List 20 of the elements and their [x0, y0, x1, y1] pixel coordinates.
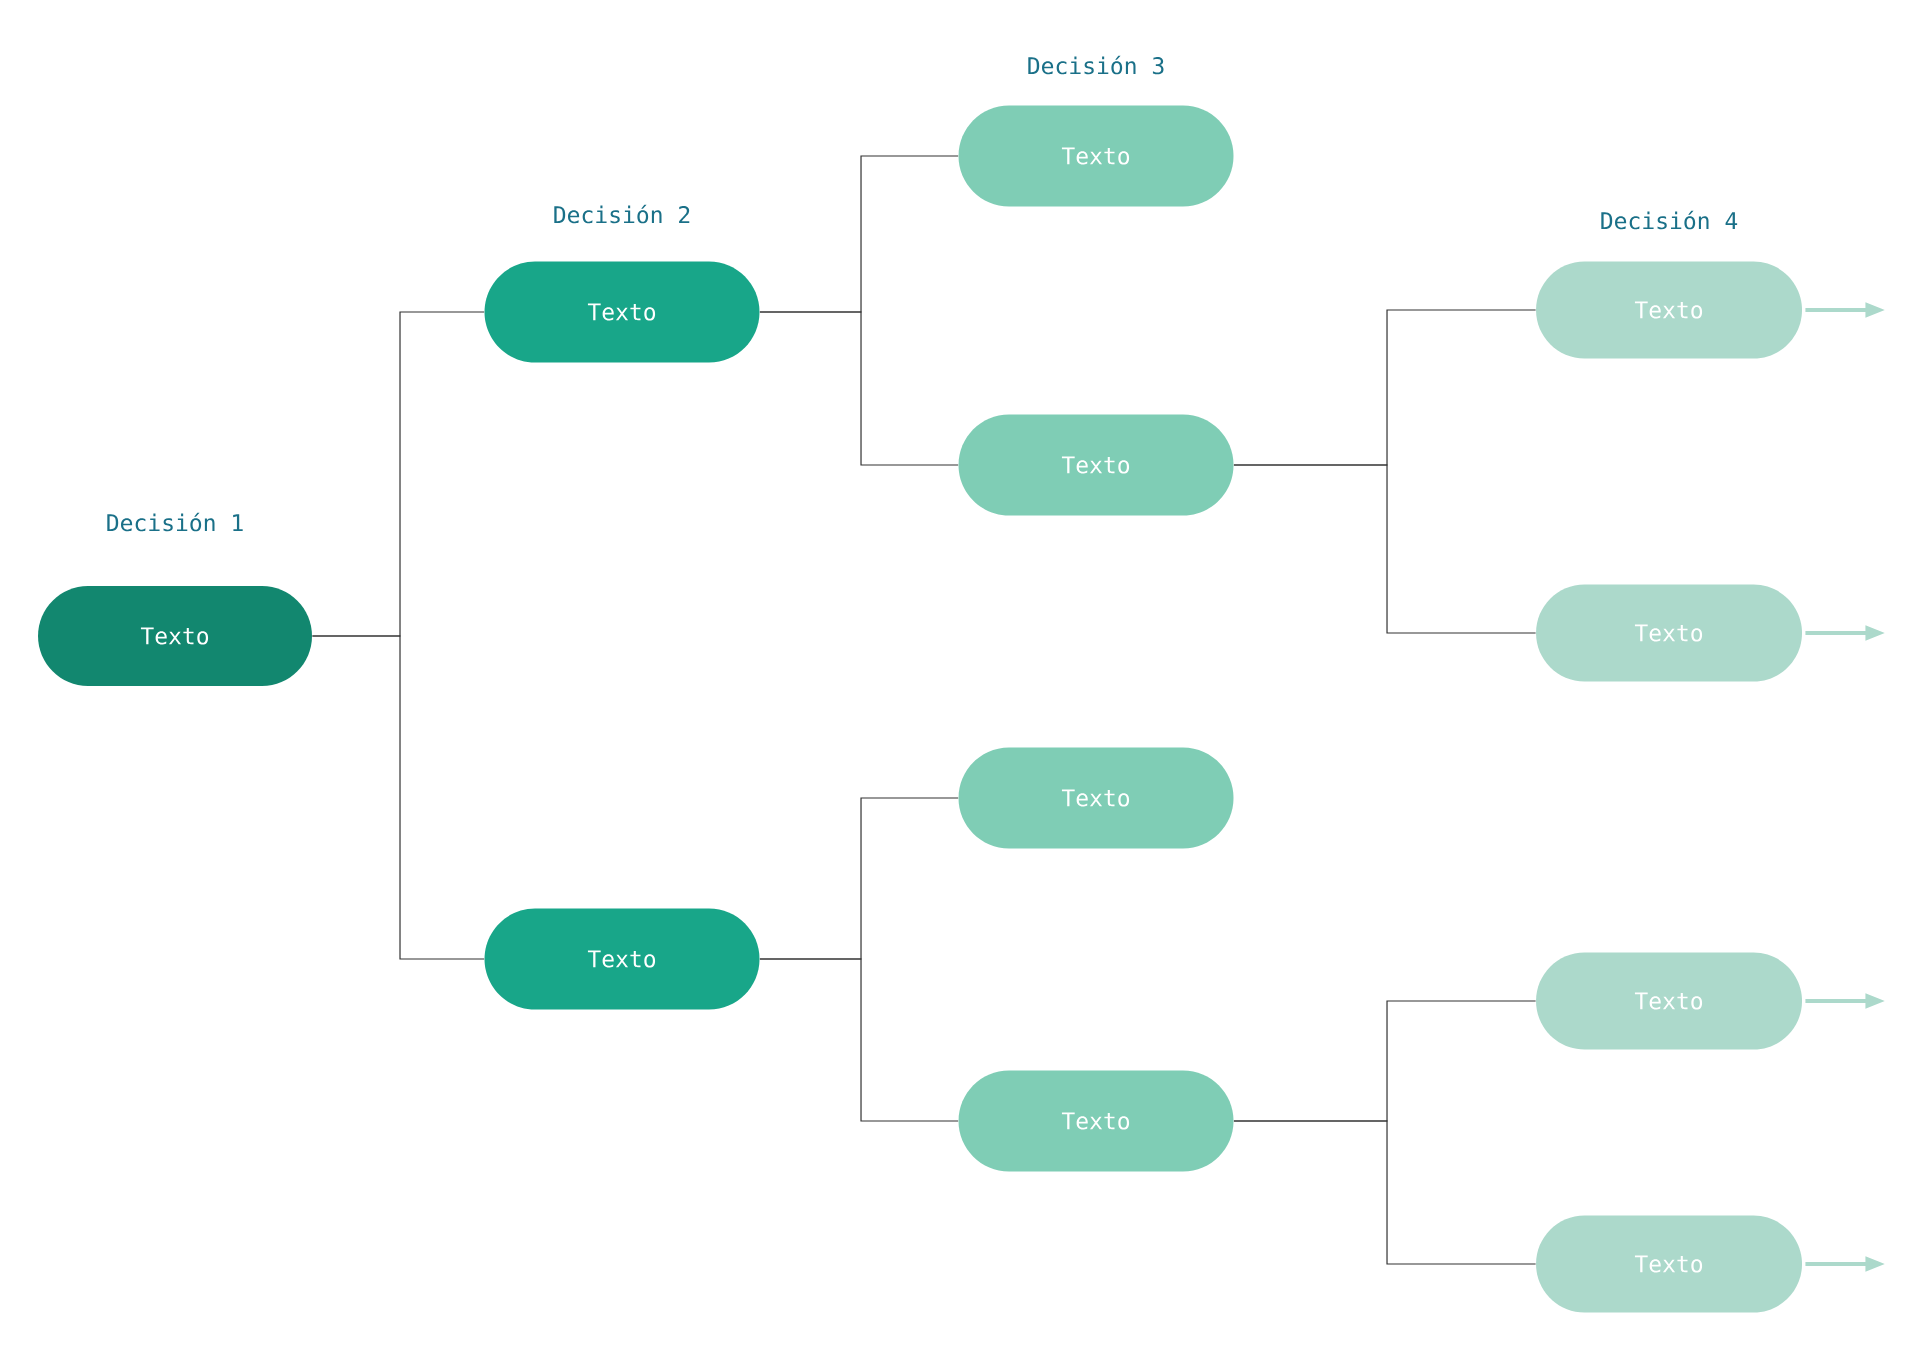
connector-line — [759, 311, 959, 466]
rounded-box: Texto — [1536, 952, 1802, 1050]
heading: Decisión 1 — [107, 512, 243, 532]
rounded-box: Texto — [484, 261, 760, 363]
rounded-box: Texto — [1536, 584, 1802, 682]
rounded-box: Texto — [958, 747, 1234, 849]
rounded-box: Texto — [38, 586, 312, 686]
connector-line — [1233, 464, 1537, 634]
heading: Decisión 3 — [1028, 55, 1164, 75]
heading: Decisión 2 — [554, 204, 690, 224]
connector-line — [759, 958, 959, 1122]
rounded-box: Texto — [958, 1070, 1234, 1172]
connector-line — [1233, 1120, 1537, 1265]
heading: Decisión 4 — [1601, 210, 1738, 230]
rounded-box: Texto — [958, 105, 1234, 207]
rounded-box: Texto — [1536, 261, 1802, 359]
rounded-box: Texto — [484, 908, 760, 1010]
rounded-box: Texto — [958, 414, 1234, 516]
rounded-box: Texto — [1536, 1215, 1802, 1313]
connector-line — [311, 635, 485, 960]
